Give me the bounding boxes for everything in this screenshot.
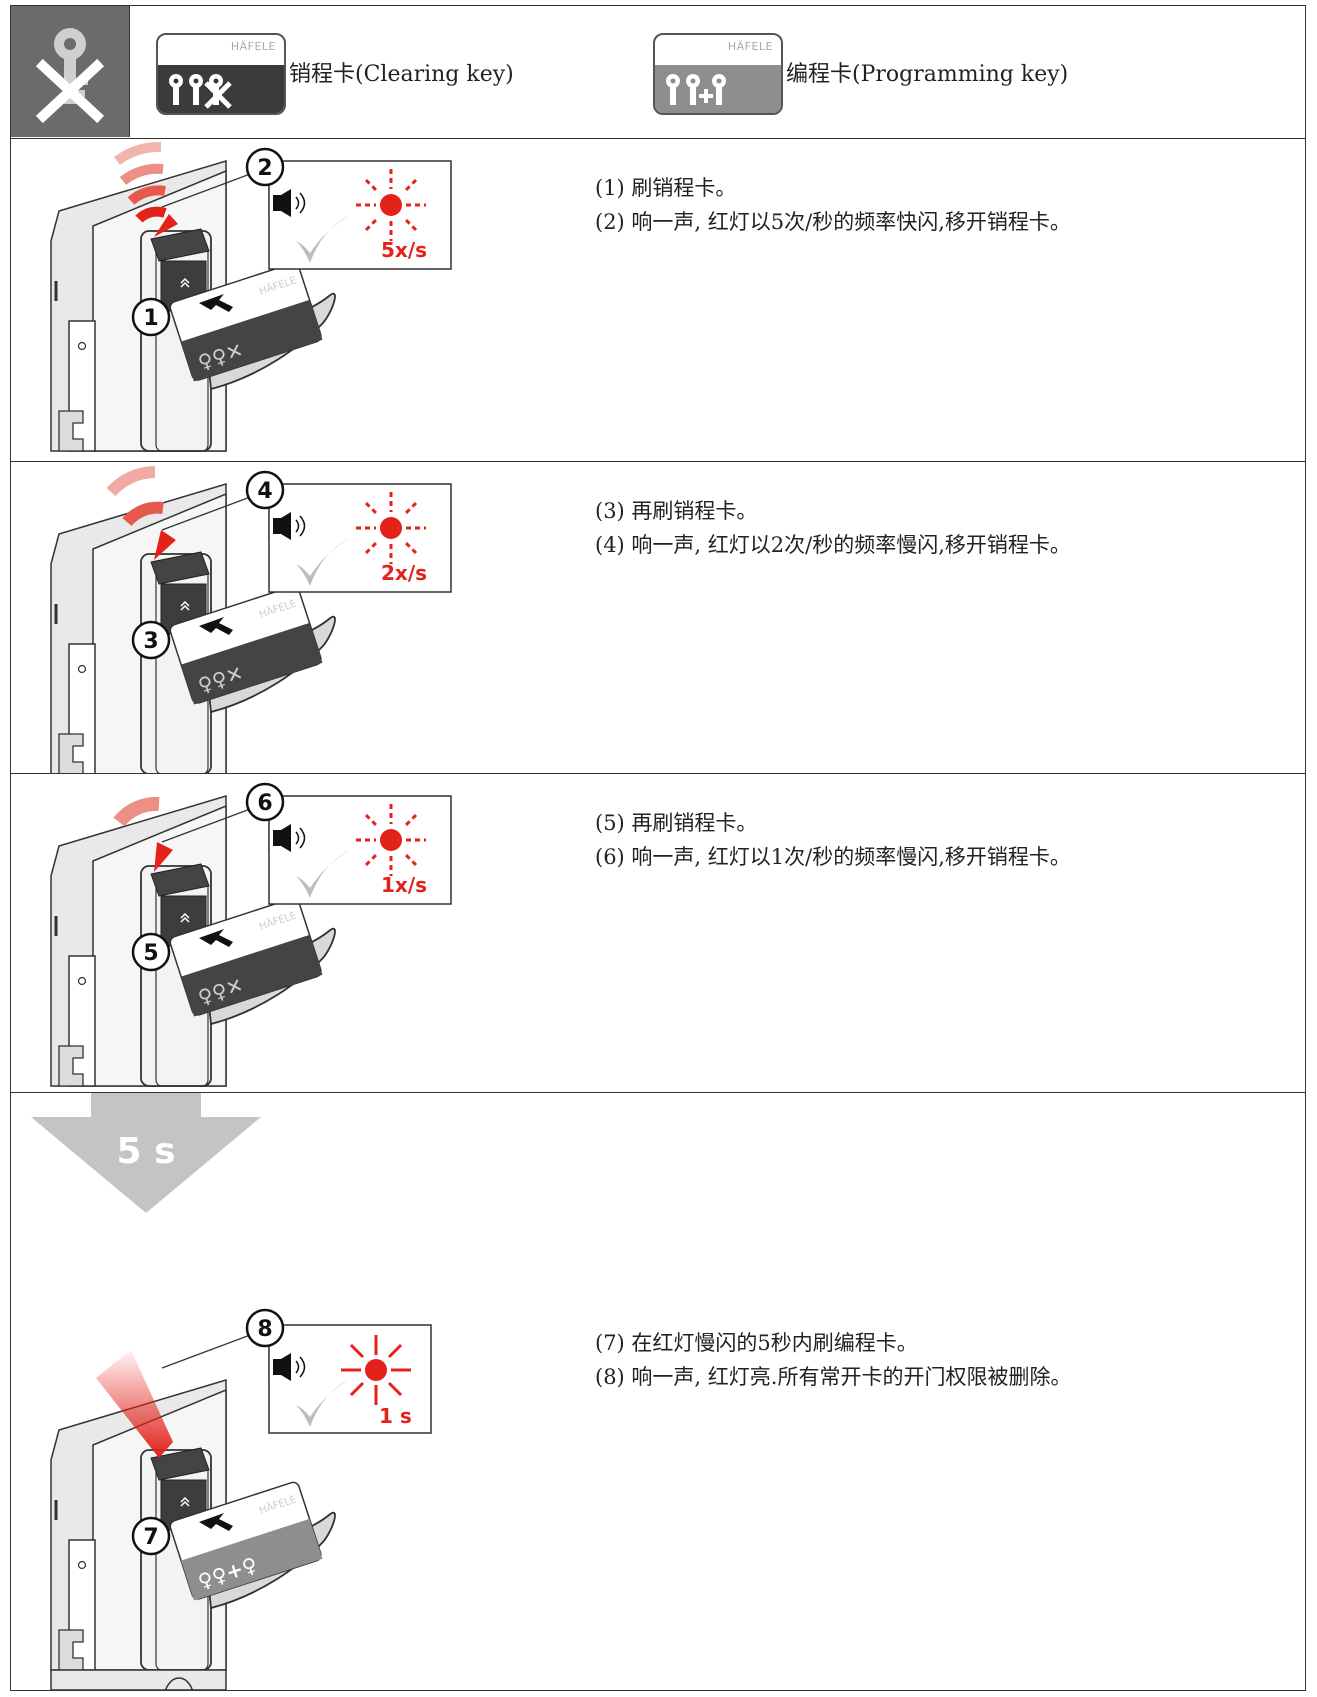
clearing-card-band <box>158 65 284 113</box>
step-line: (1) 刷销程卡。 <box>595 176 737 200</box>
step-number-2: 2 <box>257 156 272 181</box>
clearing-keys-icon <box>169 74 232 109</box>
step-section-4: 5 s HÄFELE ♀♀+♀ 8 <box>11 1093 1305 1690</box>
step-badge-5 <box>131 932 171 972</box>
lock-illustration-4: 5 s HÄFELE ♀♀+♀ 8 <box>31 1093 432 1690</box>
programming-card-band <box>655 65 781 113</box>
step-number-1: 1 <box>143 306 158 331</box>
step-number-5: 5 <box>143 941 158 966</box>
step-line: (4) 响一声, 红灯以2次/秒的频率慢闪,移开销程卡。 <box>595 533 1071 557</box>
steps-text-4: (7) 在红灯慢闪的5秒内刷编程卡。 (8) 响一声, 红灯亮.所有常开卡的开门… <box>595 1326 1071 1394</box>
step-number-4: 4 <box>257 479 272 504</box>
step-line: (7) 在红灯慢闪的5秒内刷编程卡。 <box>595 1331 918 1355</box>
instruction-sheet: HÄFELE 销程卡(Clearing key) HÄFELE <box>10 5 1306 1691</box>
clearing-card-image: HÄFELE <box>156 33 286 115</box>
wait-time-label: 5 s <box>116 1131 175 1172</box>
header: HÄFELE 销程卡(Clearing key) HÄFELE <box>11 6 1305 139</box>
lock-illustration-1: HÄFELE ♀♀✕ 2 5x/s 1 <box>49 141 452 453</box>
step-line: (8) 响一声, 红灯亮.所有常开卡的开门权限被删除。 <box>595 1365 1072 1389</box>
step-badge-6 <box>245 782 285 822</box>
step-badge-2 <box>245 147 285 187</box>
flash-led-icon <box>356 169 426 241</box>
step-number-6: 6 <box>257 791 272 816</box>
step-badge-8 <box>245 1308 285 1348</box>
lock-illustration-3: HÄFELE ♀♀✕ 6 1x/s 5 <box>49 782 452 1088</box>
step-section-1: HÄFELE ♀♀✕ 2 5x/s 1 (1) 刷销程卡。 (2) 响一声, 红… <box>11 139 1305 462</box>
steady-led-icon <box>341 1335 411 1405</box>
clear-key-icon <box>11 6 130 137</box>
step-badge-3 <box>131 620 171 660</box>
step-line: (5) 再刷销程卡。 <box>595 811 758 835</box>
flash-rate-3: 1x/s <box>381 873 427 897</box>
steps-text-3: (5) 再刷销程卡。 (6) 响一声, 红灯以1次/秒的频率慢闪,移开销程卡。 <box>595 806 1071 874</box>
step-badge-7 <box>131 1516 171 1556</box>
lock-illustration-2: HÄFELE ♀♀✕ 4 2x/s 3 <box>49 466 452 773</box>
flash-led-icon <box>356 804 426 876</box>
step-number-8: 8 <box>257 1317 272 1342</box>
flash-rate-2: 2x/s <box>381 561 427 585</box>
wait-arrow <box>31 1093 261 1213</box>
flash-led-icon <box>356 492 426 564</box>
step-badge-1 <box>131 297 171 337</box>
step-line: (6) 响一声, 红灯以1次/秒的频率慢闪,移开销程卡。 <box>595 845 1071 869</box>
clearing-card-label: 销程卡(Clearing key) <box>289 62 514 87</box>
steps-text-1: (1) 刷销程卡。 (2) 响一声, 红灯以5次/秒的频率快闪,移开销程卡。 <box>595 171 1071 239</box>
programming-keys-icon <box>666 74 726 105</box>
programming-card-brand: HÄFELE <box>727 40 773 53</box>
step-number-7: 7 <box>143 1525 158 1550</box>
led-duration: 1 s <box>379 1404 412 1428</box>
programming-card-image: HÄFELE <box>653 33 783 115</box>
step-section-2: HÄFELE ♀♀✕ 4 2x/s 3 (3) 再刷销程卡。 (4) 响一声, … <box>11 462 1305 774</box>
step-number-3: 3 <box>143 629 158 654</box>
flash-rate-1: 5x/s <box>381 238 427 262</box>
programming-card-label: 编程卡(Programming key) <box>786 62 1069 87</box>
steps-text-2: (3) 再刷销程卡。 (4) 响一声, 红灯以2次/秒的频率慢闪,移开销程卡。 <box>595 494 1071 562</box>
clearing-card-brand: HÄFELE <box>230 40 276 53</box>
step-line: (2) 响一声, 红灯以5次/秒的频率快闪,移开销程卡。 <box>595 210 1071 234</box>
step-badge-4 <box>245 470 285 510</box>
step-line: (3) 再刷销程卡。 <box>595 499 758 523</box>
step-section-3: HÄFELE ♀♀✕ 6 1x/s 5 (5) 再刷销程卡。 (6) 响一声, … <box>11 774 1305 1093</box>
